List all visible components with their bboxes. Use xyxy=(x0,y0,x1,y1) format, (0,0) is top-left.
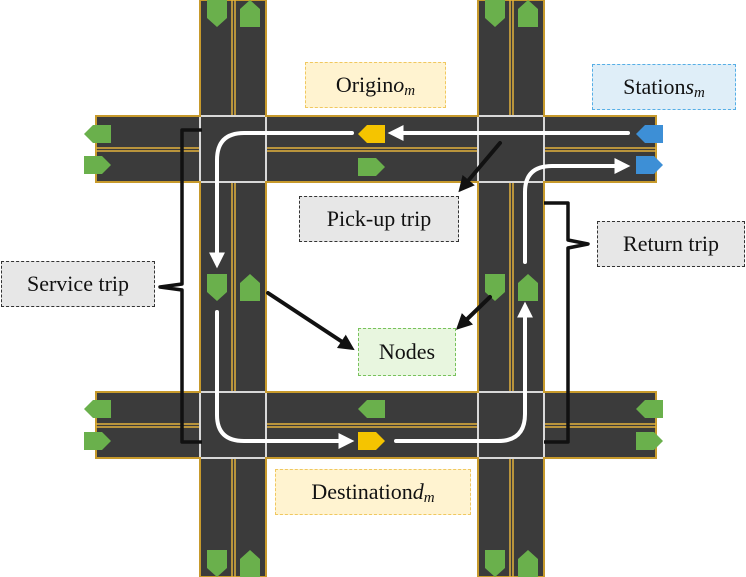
trip-arrows xyxy=(209,125,631,449)
destination-var: d xyxy=(412,479,424,504)
pointer-arrow-pickup xyxy=(458,141,502,193)
stop-lines xyxy=(199,115,545,459)
node-markers xyxy=(84,0,663,577)
pickup-trip-label: Pick-up trip xyxy=(299,196,459,242)
destination-sub: m xyxy=(423,489,435,506)
node-marker-icon xyxy=(84,400,111,418)
pointer-arrow-nodes-right xyxy=(455,295,492,330)
trip-arrow-icon xyxy=(209,131,354,269)
destination-marker-icon xyxy=(358,432,385,450)
nodes-label: Nodes xyxy=(358,328,456,376)
node-marker-icon xyxy=(240,550,260,577)
station-marker-icon xyxy=(636,125,663,143)
station-marker-icon xyxy=(636,156,663,174)
station-sub: m xyxy=(694,84,705,101)
trip-arrow-icon xyxy=(394,301,533,443)
service-trip-label: Service trip xyxy=(1,261,155,307)
node-marker-icon xyxy=(207,0,227,27)
node-marker-icon xyxy=(518,274,538,301)
node-marker-icon xyxy=(240,274,260,301)
node-marker-icon xyxy=(240,0,260,27)
node-marker-icon xyxy=(636,400,663,418)
pointer-arrows xyxy=(266,141,502,351)
origin-label-text: Origin xyxy=(335,72,394,97)
station-var: s xyxy=(685,74,695,99)
node-marker-icon xyxy=(84,432,111,450)
node-marker-icon xyxy=(518,550,538,577)
node-marker-icon xyxy=(207,274,227,301)
node-marker-icon xyxy=(636,432,663,450)
return-trip-label: Return trip xyxy=(597,221,745,267)
destination-label-text: Destination xyxy=(311,479,413,504)
node-marker-icon xyxy=(84,125,111,143)
braces xyxy=(158,128,590,444)
node-marker-icon xyxy=(358,158,385,176)
node-marker-icon xyxy=(518,0,538,27)
brace-icon xyxy=(544,201,590,444)
node-marker-icon xyxy=(485,0,505,27)
origin-marker-icon xyxy=(358,125,385,143)
origin-sub: m xyxy=(404,82,416,99)
brace-icon xyxy=(158,128,202,444)
station-label-text: Station xyxy=(623,74,686,99)
node-marker-icon xyxy=(207,550,227,577)
node-marker-icon xyxy=(358,400,385,418)
node-marker-icon xyxy=(485,274,505,301)
origin-var: o xyxy=(393,72,405,97)
node-marker-icon xyxy=(84,156,111,174)
trip-arrow-icon xyxy=(215,310,355,449)
pointer-arrow-nodes-left xyxy=(266,291,355,351)
node-marker-icon xyxy=(485,550,505,577)
trip-arrow-icon xyxy=(523,158,631,264)
